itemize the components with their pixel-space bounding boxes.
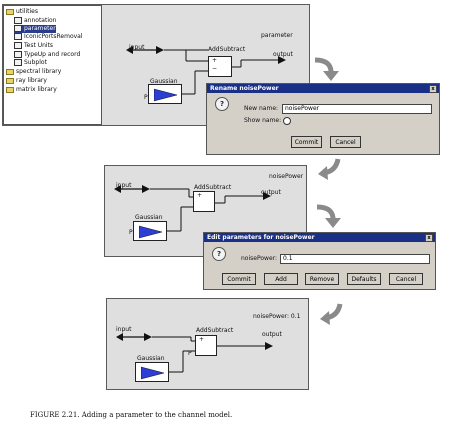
folder-icon — [6, 68, 14, 75]
addsubtract-block[interactable]: + — [195, 335, 217, 356]
library-item-ray[interactable]: ray library — [6, 77, 47, 85]
curved-arrow-icon — [318, 158, 341, 180]
question-icon: ? — [215, 97, 229, 111]
library-item-matrix[interactable]: matrix library — [6, 86, 57, 94]
cancel-button[interactable]: Cancel — [330, 136, 361, 148]
remove-button[interactable]: Remove — [305, 273, 339, 285]
output-label: output — [262, 331, 282, 338]
library-item-subplot[interactable]: Subplot — [14, 59, 47, 67]
curved-arrow-icon — [314, 57, 339, 81]
typeup-icon — [14, 51, 22, 58]
rename-dialog-titlebar: Rename noisePower x — [207, 84, 439, 93]
addsubtract-block[interactable]: + − — [208, 56, 232, 77]
library-item-iconic-ports[interactable]: IconicPortsRemoval — [14, 33, 83, 41]
panel3-canvas: noisePower: 0.1 input AddSubtract output… — [106, 298, 309, 390]
library-item-spectral[interactable]: spectral library — [6, 68, 61, 76]
addsubtract-label: AddSubtract — [194, 184, 232, 191]
commit-button[interactable]: Commit — [222, 273, 256, 285]
input-label: input — [129, 44, 145, 51]
defaults-button[interactable]: Defaults — [347, 273, 381, 285]
parameter-label: noisePower — [269, 173, 304, 180]
panel1-window: utilities annotation parameter IconicPor… — [2, 4, 310, 126]
library-item-typeup[interactable]: TypeUp and record — [14, 51, 80, 59]
ports-icon — [14, 33, 22, 40]
gaussian-label: Gaussian — [150, 78, 178, 85]
library-item-utilities[interactable]: utilities — [6, 8, 38, 16]
gaussian-label: Gaussian — [137, 355, 165, 362]
folder-icon — [6, 8, 14, 15]
close-icon[interactable]: x — [429, 85, 437, 93]
cancel-button[interactable]: Cancel — [389, 273, 423, 285]
addsubtract-label: AddSubtract — [208, 46, 246, 53]
gaussian-block[interactable] — [148, 84, 182, 104]
plus-sign: + — [197, 192, 203, 199]
figure-caption: FIGURE 2.21. Adding a parameter to the c… — [30, 411, 233, 419]
noisepower-input[interactable]: 0.1 — [280, 254, 430, 264]
new-name-label: New name: — [244, 105, 279, 112]
parameter-label: noisePower: 0.1 — [253, 313, 301, 320]
commit-button[interactable]: Commit — [291, 136, 322, 148]
addsubtract-label: AddSubtract — [196, 327, 234, 334]
minus-sign: − — [212, 65, 218, 72]
add-button[interactable]: Add — [264, 273, 298, 285]
port-p-label: P — [144, 94, 148, 101]
input-label: input — [116, 182, 132, 189]
library-item-annotation[interactable]: annotation — [14, 17, 56, 25]
input-label: input — [116, 326, 132, 333]
wires — [116, 333, 273, 373]
wires — [114, 185, 271, 232]
library-tree: utilities annotation parameter IconicPor… — [3, 5, 102, 125]
plus-sign: + — [199, 336, 205, 343]
port-p-label: P — [129, 229, 133, 236]
close-icon[interactable]: x — [425, 234, 433, 242]
show-name-label: Show name: — [244, 117, 282, 124]
triangle-icon — [139, 225, 163, 239]
new-name-input[interactable]: noisePower — [282, 104, 432, 114]
library-item-test-units[interactable]: Test Units — [14, 42, 53, 50]
rename-dialog: Rename noisePower x ? New name: noisePow… — [206, 83, 440, 155]
show-name-checkbox[interactable] — [283, 117, 291, 125]
curved-arrow-icon — [320, 303, 343, 325]
port-p-label: P — [188, 350, 192, 357]
wires — [126, 46, 286, 95]
edit-parameters-dialog: Edit parameters for noisePower x ? noise… — [203, 232, 436, 290]
triangle-icon — [141, 366, 165, 380]
parameter-icon — [14, 25, 22, 32]
gaussian-block[interactable] — [135, 362, 169, 382]
output-label: output — [273, 51, 293, 58]
gaussian-block[interactable] — [133, 221, 167, 241]
test-units-icon — [14, 42, 22, 49]
plus-sign: + — [212, 57, 218, 64]
folder-icon — [6, 86, 14, 93]
triangle-icon — [154, 88, 178, 102]
edit-dialog-titlebar: Edit parameters for noisePower x — [204, 233, 435, 242]
output-label: output — [261, 189, 281, 196]
addsubtract-block[interactable]: + — [193, 191, 215, 212]
library-item-parameter[interactable]: parameter — [14, 25, 56, 33]
question-icon: ? — [212, 247, 226, 261]
folder-icon — [6, 77, 14, 84]
annotation-icon — [14, 17, 22, 24]
parameter-label: parameter — [261, 32, 293, 39]
curved-arrow-icon — [316, 204, 341, 228]
subplot-icon — [14, 59, 22, 66]
gaussian-label: Gaussian — [135, 214, 163, 221]
noisepower-label: noisePower: — [241, 255, 278, 262]
